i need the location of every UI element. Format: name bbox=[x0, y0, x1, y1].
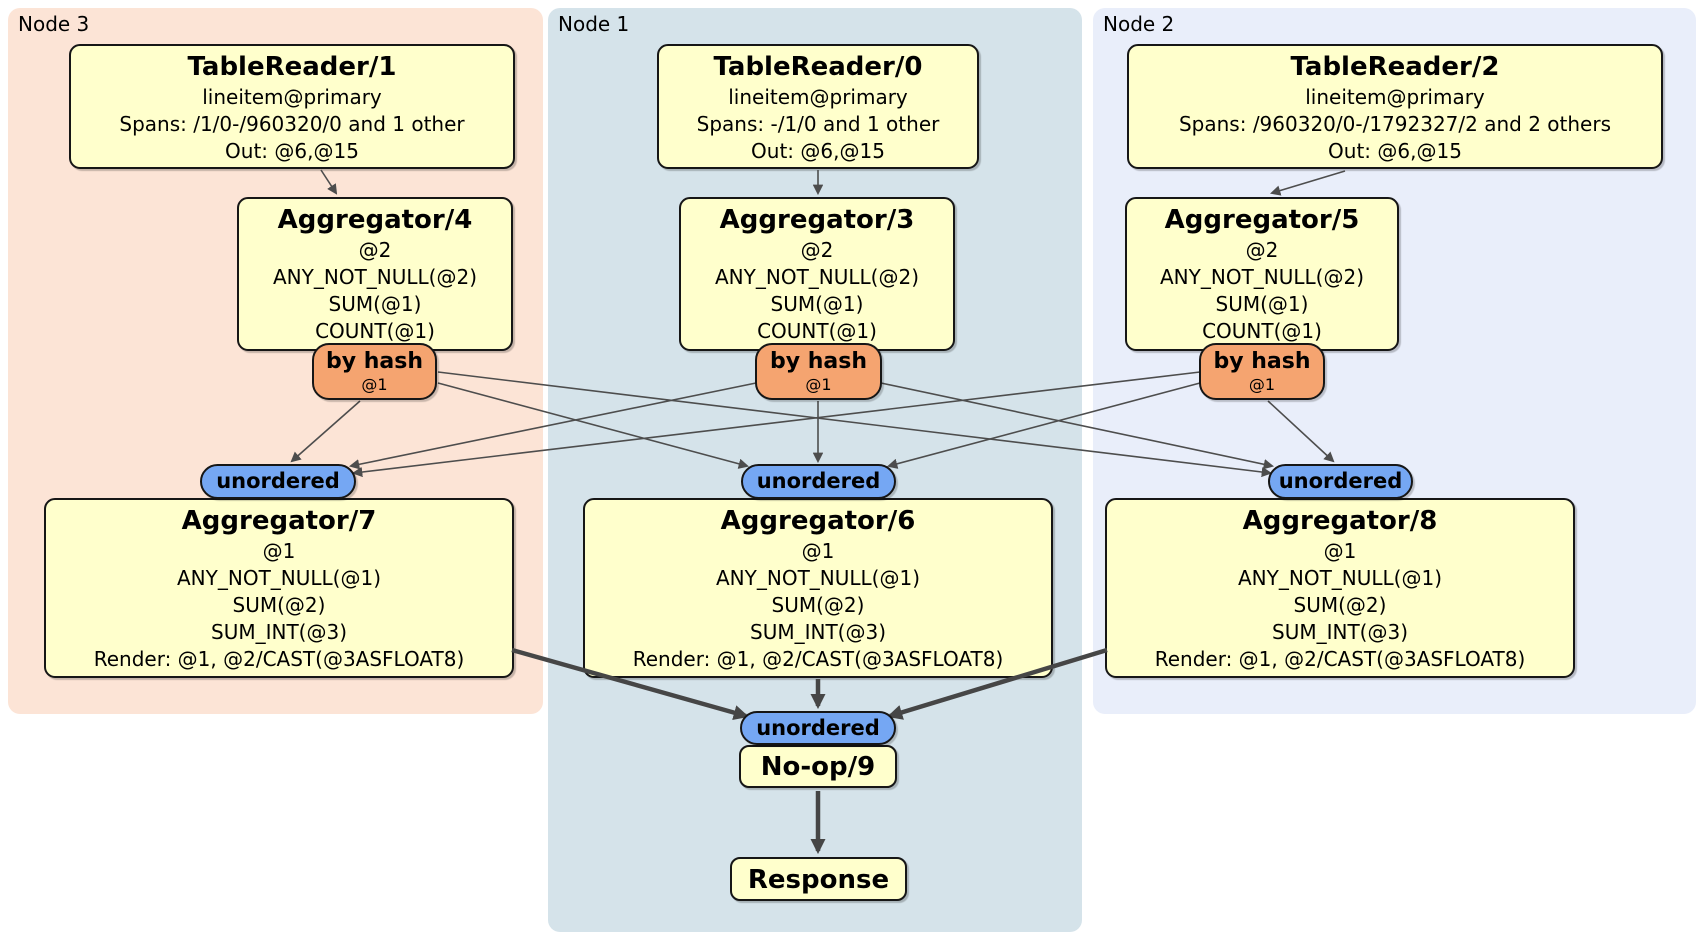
aggregator-3-title: Aggregator/3 bbox=[719, 205, 915, 235]
hash-router-node1-columns: @1 bbox=[805, 375, 832, 394]
unordered-sync-node2: unordered bbox=[1268, 464, 1413, 499]
aggregator-4-groupcols: @2 bbox=[358, 238, 392, 262]
aggregator-6-groupcols: @1 bbox=[801, 539, 835, 563]
hash-router-node1: by hash @1 bbox=[755, 343, 882, 400]
aggregator-3-fn-count: COUNT(@1) bbox=[757, 319, 877, 343]
tablereader-0-index: lineitem@primary bbox=[728, 85, 908, 109]
aggregator-7-fn-sum: SUM(@2) bbox=[232, 593, 326, 617]
unordered-sync-node3-label: unordered bbox=[216, 469, 340, 493]
aggregator-5-fn-sum: SUM(@1) bbox=[1215, 292, 1309, 316]
aggregator-4-fn-count: COUNT(@1) bbox=[315, 319, 435, 343]
tablereader-2-index: lineitem@primary bbox=[1305, 85, 1485, 109]
tablereader-2-spans: Spans: /960320/0-/1792327/2 and 2 others bbox=[1178, 112, 1611, 136]
unordered-sync-node1-label: unordered bbox=[756, 469, 881, 493]
aggregator-5-fn-count: COUNT(@1) bbox=[1202, 319, 1322, 343]
aggregator-4-box: Aggregator/4 @2 ANY_NOT_NULL(@2) SUM(@1)… bbox=[237, 197, 513, 351]
tablereader-0-spans: Spans: -/1/0 and 1 other bbox=[696, 112, 940, 136]
hash-router-node2-columns: @1 bbox=[1248, 375, 1276, 394]
aggregator-6-fn-sum: SUM(@2) bbox=[771, 593, 865, 617]
unordered-sync-node1: unordered bbox=[741, 464, 896, 499]
aggregator-8-box: Aggregator/8 @1 ANY_NOT_NULL(@1) SUM(@2)… bbox=[1105, 498, 1575, 678]
unordered-sync-node3: unordered bbox=[200, 464, 356, 499]
unordered-sync-final: unordered bbox=[740, 711, 896, 745]
tablereader-2-out: Out: @6,@15 bbox=[1328, 139, 1462, 163]
unordered-sync-final-label: unordered bbox=[756, 716, 880, 740]
hash-router-node1-label: by hash bbox=[769, 349, 867, 374]
tablereader-0-title: TableReader/0 bbox=[713, 52, 923, 82]
response-box: Response bbox=[730, 857, 907, 901]
tablereader-2-title: TableReader/2 bbox=[1290, 52, 1500, 82]
aggregator-3-fn-sum: SUM(@1) bbox=[770, 292, 864, 316]
aggregator-7-box: Aggregator/7 @1 ANY_NOT_NULL(@1) SUM(@2)… bbox=[44, 498, 514, 678]
aggregator-3-box: Aggregator/3 @2 ANY_NOT_NULL(@2) SUM(@1)… bbox=[679, 197, 955, 351]
tablereader-0-out: Out: @6,@15 bbox=[751, 139, 885, 163]
aggregator-4-title: Aggregator/4 bbox=[277, 205, 473, 235]
aggregator-7-fn-anynotnull: ANY_NOT_NULL(@1) bbox=[177, 566, 381, 590]
aggregator-4-fn-sum: SUM(@1) bbox=[328, 292, 422, 316]
tablereader-0-box: TableReader/0 lineitem@primary Spans: -/… bbox=[657, 44, 979, 169]
aggregator-8-fn-sum: SUM(@2) bbox=[1293, 593, 1387, 617]
tablereader-1-spans: Spans: /1/0-/960320/0 and 1 other bbox=[119, 112, 465, 136]
aggregator-6-box: Aggregator/6 @1 ANY_NOT_NULL(@1) SUM(@2)… bbox=[583, 498, 1053, 678]
hash-router-node3-columns: @1 bbox=[361, 375, 388, 394]
aggregator-8-fn-sumint: SUM_INT(@3) bbox=[1272, 620, 1408, 644]
aggregator-7-render: Render: @1, @2/CAST(@3ASFLOAT8) bbox=[93, 647, 465, 671]
aggregator-5-box: Aggregator/5 @2 ANY_NOT_NULL(@2) SUM(@1)… bbox=[1125, 197, 1399, 351]
node1-label: Node 1 bbox=[558, 12, 630, 36]
aggregator-8-groupcols: @1 bbox=[1323, 539, 1357, 563]
aggregator-3-groupcols: @2 bbox=[800, 238, 834, 262]
unordered-sync-node2-label: unordered bbox=[1278, 469, 1403, 493]
response-title: Response bbox=[747, 865, 890, 895]
noop-box: No-op/9 bbox=[739, 745, 897, 788]
aggregator-7-groupcols: @1 bbox=[262, 539, 296, 563]
hash-router-node3-label: by hash bbox=[325, 349, 423, 374]
hash-router-node3: by hash @1 bbox=[312, 343, 437, 400]
aggregator-5-fn-anynotnull: ANY_NOT_NULL(@2) bbox=[1160, 265, 1364, 289]
aggregator-7-fn-sumint: SUM_INT(@3) bbox=[211, 620, 347, 644]
tablereader-1-out: Out: @6,@15 bbox=[225, 139, 359, 163]
aggregator-6-render: Render: @1, @2/CAST(@3ASFLOAT8) bbox=[632, 647, 1004, 671]
aggregator-4-fn-anynotnull: ANY_NOT_NULL(@2) bbox=[273, 265, 477, 289]
hash-router-node2-label: by hash bbox=[1213, 349, 1311, 374]
aggregator-5-groupcols: @2 bbox=[1245, 238, 1279, 262]
node3-label: Node 3 bbox=[18, 12, 90, 36]
tablereader-1-box: TableReader/1 lineitem@primary Spans: /1… bbox=[69, 44, 515, 169]
aggregator-6-fn-anynotnull: ANY_NOT_NULL(@1) bbox=[716, 566, 920, 590]
aggregator-8-title: Aggregator/8 bbox=[1242, 506, 1438, 536]
aggregator-5-title: Aggregator/5 bbox=[1164, 205, 1360, 235]
hash-router-node2: by hash @1 bbox=[1199, 343, 1325, 400]
aggregator-7-title: Aggregator/7 bbox=[181, 506, 377, 536]
aggregator-6-fn-sumint: SUM_INT(@3) bbox=[750, 620, 886, 644]
noop-title: No-op/9 bbox=[760, 752, 876, 782]
node2-label: Node 2 bbox=[1103, 12, 1175, 36]
tablereader-2-box: TableReader/2 lineitem@primary Spans: /9… bbox=[1127, 44, 1663, 169]
tablereader-1-title: TableReader/1 bbox=[187, 52, 397, 82]
tablereader-1-index: lineitem@primary bbox=[202, 85, 382, 109]
aggregator-3-fn-anynotnull: ANY_NOT_NULL(@2) bbox=[715, 265, 919, 289]
aggregator-8-render: Render: @1, @2/CAST(@3ASFLOAT8) bbox=[1154, 647, 1526, 671]
aggregator-6-title: Aggregator/6 bbox=[720, 506, 916, 536]
aggregator-8-fn-anynotnull: ANY_NOT_NULL(@1) bbox=[1238, 566, 1442, 590]
